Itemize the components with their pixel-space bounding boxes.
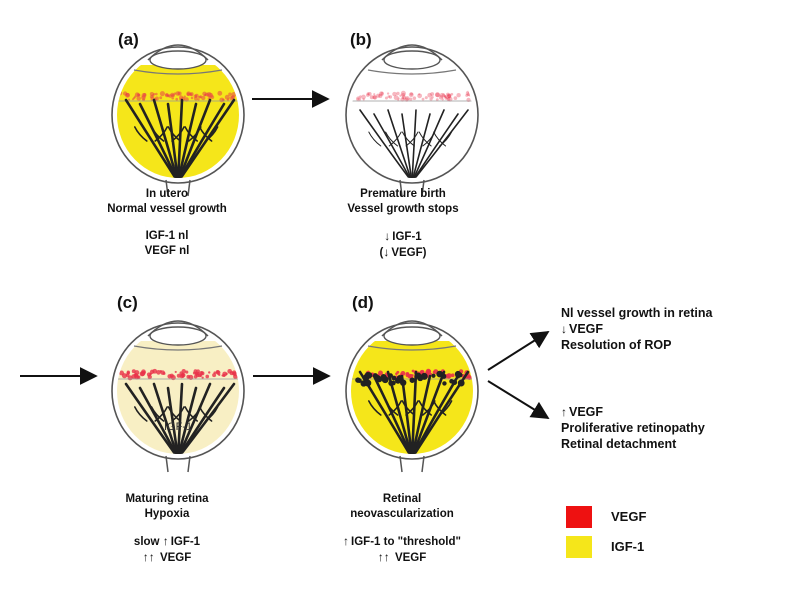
eye-c-igf-label: IGF-1 <box>164 421 192 433</box>
outcome-resolution-line1: Nl vessel growth in retina <box>561 305 712 321</box>
eye-d <box>342 321 482 472</box>
legend-vegf-swatch <box>566 506 592 528</box>
panel-a-caption-line1: In utero <box>57 187 277 202</box>
down-arrow-icon: ↓ <box>561 321 567 337</box>
panel-b-level-vegf: (↓VEGF) <box>293 245 513 261</box>
panel-a-level-igf: IGF-1 nl <box>57 229 277 244</box>
down-arrow-icon: ↓ <box>383 245 389 260</box>
panel-d-level-igf-text: IGF-1 to "threshold" <box>351 536 461 548</box>
panel-c-caption-line2: Hypoxia <box>57 507 277 522</box>
legend-igf-swatch <box>566 536 592 558</box>
panel-c-caption: Maturing retina Hypoxia slow ↑IGF-1 ↑↑ V… <box>57 492 277 566</box>
panel-c-level-vegf: ↑↑ VEGF <box>57 550 277 566</box>
panel-b-label: (b) <box>350 30 372 50</box>
panel-d-level-vegf: ↑↑ VEGF <box>292 550 512 566</box>
panel-a-caption-line2: Normal vessel growth <box>57 202 277 217</box>
panel-a-label: (a) <box>118 30 139 50</box>
eye-a <box>108 45 248 196</box>
panel-c-level-igf: slow ↑IGF-1 <box>57 534 277 550</box>
arrow-to-proliferative <box>488 381 548 418</box>
double-up-arrow-icon: ↑↑ <box>378 550 390 565</box>
eye-c: IGF-1 <box>108 321 248 472</box>
outcome-proliferative-line2: Proliferative retinopathy <box>561 420 705 436</box>
outcome-resolution-vegf: VEGF <box>569 322 603 336</box>
outcome-resolution-line2: ↓VEGF <box>561 321 712 337</box>
up-arrow-icon: ↑ <box>343 534 349 549</box>
panel-b-caption: Premature birth Vessel growth stops ↓IGF… <box>293 187 513 261</box>
outcome-proliferative: ↑VEGF Proliferative retinopathy Retinal … <box>561 404 705 452</box>
outcome-proliferative-vegf: VEGF <box>569 405 603 419</box>
legend-vegf-label: VEGF <box>611 509 646 524</box>
up-arrow-icon: ↑ <box>561 404 567 420</box>
eye-b <box>346 45 478 196</box>
up-arrow-icon: ↑ <box>163 534 169 549</box>
panel-c-level-igf-text: IGF-1 <box>171 536 200 548</box>
legend-igf-label: IGF-1 <box>611 539 644 554</box>
panel-d-label: (d) <box>352 293 374 313</box>
panel-c-level-vegf-text: VEGF <box>160 552 191 564</box>
panel-a-level-vegf: VEGF nl <box>57 244 277 259</box>
double-up-arrow-icon: ↑↑ <box>143 550 155 565</box>
panel-a-caption: In utero Normal vessel growth IGF-1 nl V… <box>57 187 277 259</box>
panel-b-caption-line1: Premature birth <box>293 187 513 202</box>
panel-d-caption-line1: Retinal <box>292 492 512 507</box>
outcome-resolution-line3: Resolution of ROP <box>561 337 712 353</box>
panel-c-level-igf-prefix: slow <box>134 536 160 548</box>
panel-d-level-igf: ↑IGF-1 to "threshold" <box>292 534 512 550</box>
panel-d-caption: Retinal neovascularization ↑IGF-1 to "th… <box>292 492 512 566</box>
arrow-to-resolution <box>488 332 548 370</box>
outcome-resolution: Nl vessel growth in retina ↓VEGF Resolut… <box>561 305 712 353</box>
outcome-proliferative-line1: ↑VEGF <box>561 404 705 420</box>
panel-c-caption-line1: Maturing retina <box>57 492 277 507</box>
panel-b-level-igf: ↓IGF-1 <box>293 229 513 245</box>
panel-d-level-vegf-text: VEGF <box>395 552 426 564</box>
panel-b-caption-line2: Vessel growth stops <box>293 202 513 217</box>
panel-c-label: (c) <box>117 293 138 313</box>
panel-d-caption-line2: neovascularization <box>292 507 512 522</box>
outcome-proliferative-line3: Retinal detachment <box>561 436 705 452</box>
down-arrow-icon: ↓ <box>384 229 390 244</box>
panel-b-level-igf-text: IGF-1 <box>392 231 421 243</box>
panel-b-level-vegf-text: VEGF) <box>391 247 426 259</box>
